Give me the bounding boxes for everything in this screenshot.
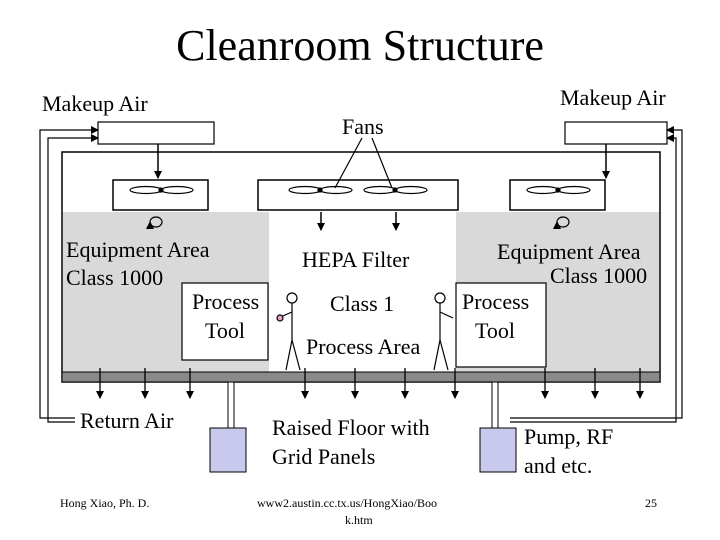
fan-unit-right (509, 179, 606, 211)
fans-pointer (371, 137, 393, 189)
floor-arrows (96, 368, 644, 399)
return-air-duct-right (510, 126, 683, 419)
makeup-air-label-right: Makeup Air (560, 85, 666, 110)
hepa-filter-label: HEPA Filter (302, 247, 410, 272)
fan-icon (526, 185, 591, 195)
class-1-label: Class 1 (330, 291, 395, 316)
return-air-duct-left (39, 126, 99, 419)
process-tool-left (181, 282, 269, 361)
recirculation-icon (553, 216, 570, 230)
fan-icon (129, 185, 194, 195)
footer-url: www2.austin.cc.tx.us/HongXiao/Boo (257, 496, 437, 510)
fans-label: Fans (342, 114, 384, 139)
process-tool-right-label-2: Tool (475, 318, 516, 343)
makeup-air-box-right (564, 121, 668, 145)
support-pillar (491, 381, 499, 429)
equipment-area-left-label: Equipment Area (66, 237, 210, 262)
page-number: 25 (645, 496, 657, 510)
worker-icon-left (276, 292, 301, 371)
footer-url-2: k.htm (345, 513, 373, 527)
pump-label: Pump, RF (524, 424, 614, 449)
equipment-area-right-label: Equipment Area (497, 239, 641, 264)
pump-right (479, 427, 517, 473)
process-tool-right-label: Process (462, 289, 530, 314)
return-air-duct-left (47, 134, 99, 423)
fan-icon (363, 185, 428, 195)
process-tool-left-label: Process (192, 289, 260, 314)
worker-icon-right (433, 292, 454, 371)
recirculation-icon (146, 216, 163, 230)
fans-pointer (334, 137, 363, 189)
fan-icon (288, 185, 353, 195)
grid-panels-label: Grid Panels (272, 444, 376, 469)
support-pillar (227, 381, 235, 429)
pump-label-2: and etc. (524, 453, 593, 478)
pump-left (209, 427, 247, 473)
raised-floor (61, 371, 661, 383)
makeup-air-box-left (97, 121, 215, 145)
fan-unit-left (112, 179, 209, 211)
fan-unit-center (257, 179, 459, 211)
raised-floor-label: Raised Floor with (272, 415, 430, 440)
slide-title: Cleanroom Structure (176, 21, 544, 70)
makeup-air-label-left: Makeup Air (42, 91, 148, 116)
process-tool-right (455, 282, 547, 368)
equipment-area-right-class: Class 1000 (550, 263, 648, 288)
process-area-label: Process Area (306, 334, 421, 359)
footer-author: Hong Xiao, Ph. D. (60, 496, 150, 510)
return-air-label: Return Air (80, 408, 174, 433)
return-air-duct-right (510, 134, 677, 423)
equipment-area-left-class: Class 1000 (66, 265, 164, 290)
process-tool-left-label-2: Tool (205, 318, 246, 343)
